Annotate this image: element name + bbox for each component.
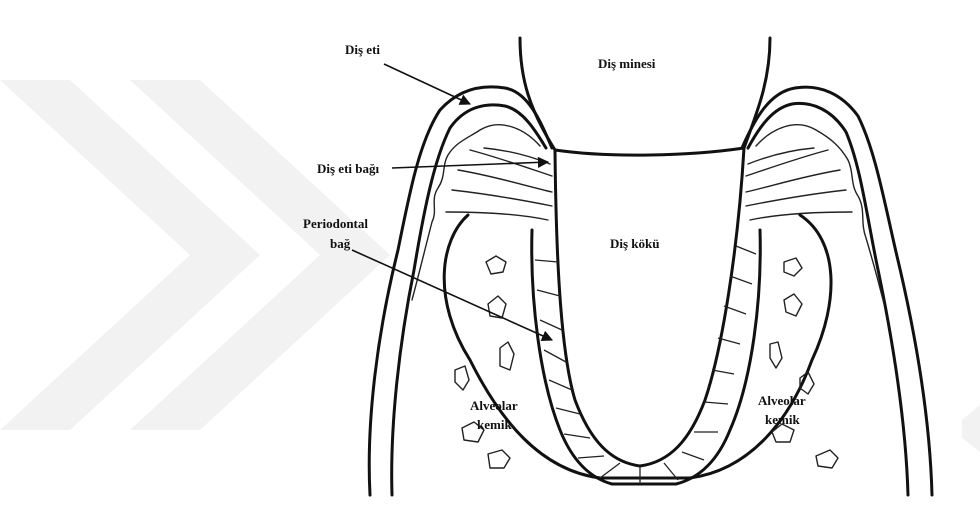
- label-periodontal-ligament-line1: Periodontal: [303, 216, 368, 231]
- gingival-ligament-fibers-right: [746, 148, 852, 220]
- tooth-crown-outline: [520, 38, 770, 150]
- pointer-gingiva: [384, 64, 470, 104]
- gingival-ligament-fibers-left: [446, 148, 552, 220]
- label-root: Diş kökü: [610, 236, 660, 251]
- label-alveolar-bone-right-line2: kemik: [765, 412, 800, 427]
- label-enamel: Diş minesi: [598, 56, 656, 71]
- label-alveolar-bone-left-line1: Alveolar: [470, 398, 518, 413]
- label-gingival-ligament: Diş eti bağı: [317, 161, 380, 176]
- bone-marrow-spaces-right: [770, 258, 838, 468]
- label-alveolar-bone-right-line1: Alveolar: [758, 393, 806, 408]
- tooth-root-outline: [555, 148, 744, 466]
- label-periodontal-ligament-line2: bağ: [330, 236, 351, 251]
- label-gingiva: Diş eti: [345, 42, 380, 57]
- bone-marrow-spaces-left: [455, 256, 514, 468]
- cemento-enamel-junction: [555, 148, 744, 155]
- label-alveolar-bone-left-line2: kemik: [477, 417, 512, 432]
- watermark-chevron-edge: [962, 405, 980, 452]
